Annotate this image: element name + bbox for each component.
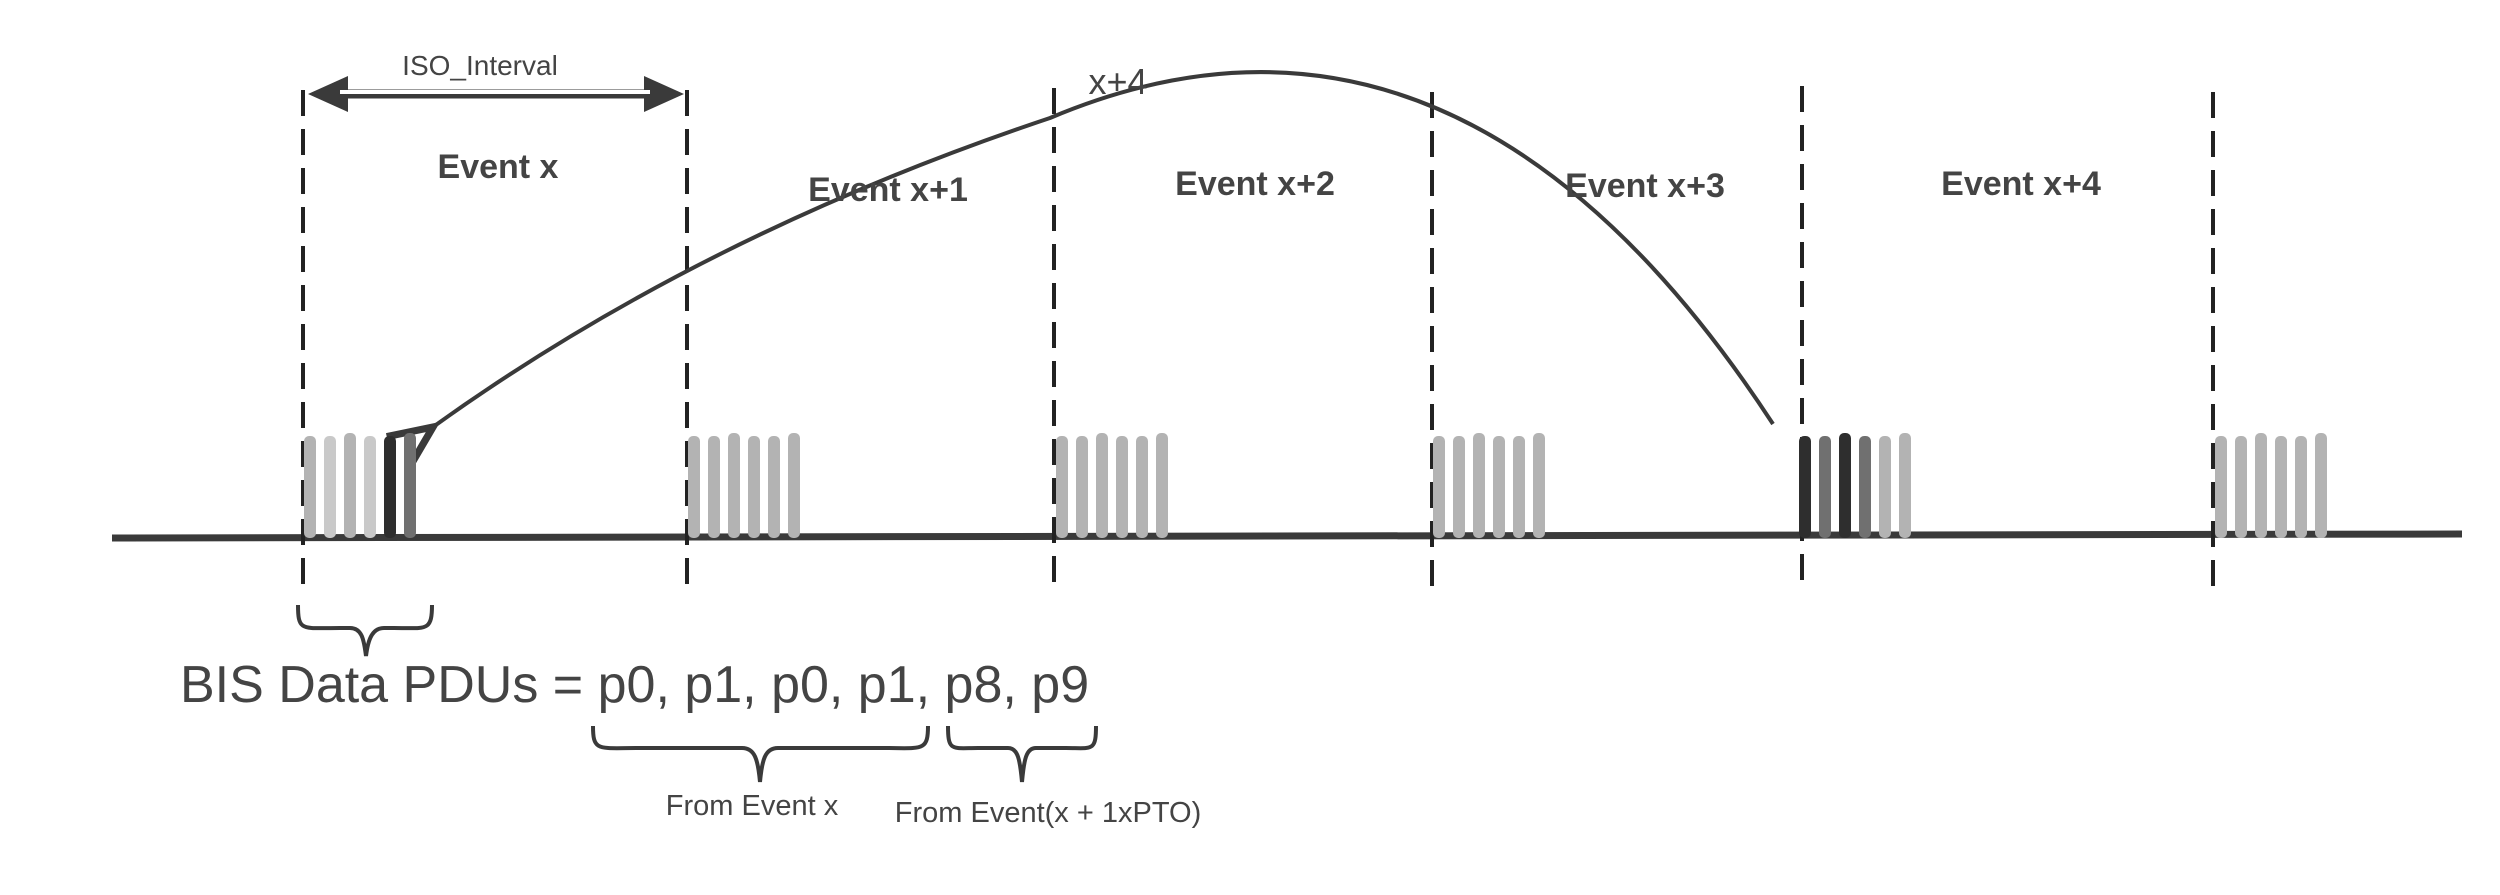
pdu-group-event-x2 [1056,433,1168,538]
pdu-packet [1493,436,1505,538]
pdu-group-event-x4-retransmit [1799,433,1911,538]
pdu-groups [304,433,2327,538]
pdu-packet [1473,433,1485,538]
iso-interval-label: ISO_Interval [402,50,558,81]
pdu-group-event-x3 [1433,433,1545,538]
pdu-packet [1819,436,1831,538]
pdu-packet [1116,436,1128,538]
pdu-packet [1076,436,1088,538]
pdu-packet [1433,436,1445,538]
pdu-packet [748,436,760,538]
event-label-x2: Event x+2 [1175,165,1335,203]
from-event-x-label: From Event x [666,790,839,822]
event-label-x3: Event x+3 [1565,167,1725,205]
pdu-packet [1899,433,1911,538]
pdu-packet [1513,436,1525,538]
event-label-x4: Event x+4 [1941,165,2101,203]
pdu-packet [304,436,316,538]
pdu-packet [728,433,740,538]
pdu-packet [2235,436,2247,538]
pdu-packet [1136,436,1148,538]
pdu-packet [1839,433,1851,538]
event-label-x1: Event x+1 [808,171,968,209]
iso-interval-arrow [308,76,684,112]
from-pto-brace [946,725,1098,783]
retransmission-arc [433,70,1775,427]
pdu-packet [384,436,396,538]
arc-label: x+4 [1088,61,1147,102]
pdu-packet [1799,436,1811,538]
pdu-packet [688,436,700,538]
pdu-packet [344,433,356,538]
pdu-packet [708,436,720,538]
pdu-packet [2255,433,2267,538]
pdu-packet [1859,436,1871,538]
pdu-packet [364,436,376,538]
pdu-packet [1096,433,1108,538]
pdu-packet [2295,436,2307,538]
timeline-axis [111,530,2463,542]
pdu-sequence-label: BIS Data PDUs = p0, p1, p0, p1, p8, p9 [180,656,1089,714]
pdu-packet [324,436,336,538]
pdu-packet [1879,436,1891,538]
pdu-group-event-x5 [2215,433,2327,538]
pdu-packet [1156,433,1168,538]
pdu-brace [296,604,434,657]
pdu-group-event-x1 [688,433,800,538]
pdu-packet [2315,433,2327,538]
pdu-packet [788,433,800,538]
pdu-packet [2275,436,2287,538]
pdu-packet [1533,433,1545,538]
event-label-x: Event x [438,148,559,186]
from-event-brace [591,725,930,783]
pdu-packet [1453,436,1465,538]
from-event-pto-label: From Event(x + 1xPTO) [895,797,1201,829]
pdu-packet [768,436,780,538]
pdu-packet [1056,436,1068,538]
pdu-group-event-x [304,433,416,538]
event-boundaries [301,86,2215,595]
pdu-packet [404,433,416,538]
pdu-packet [2215,436,2227,538]
